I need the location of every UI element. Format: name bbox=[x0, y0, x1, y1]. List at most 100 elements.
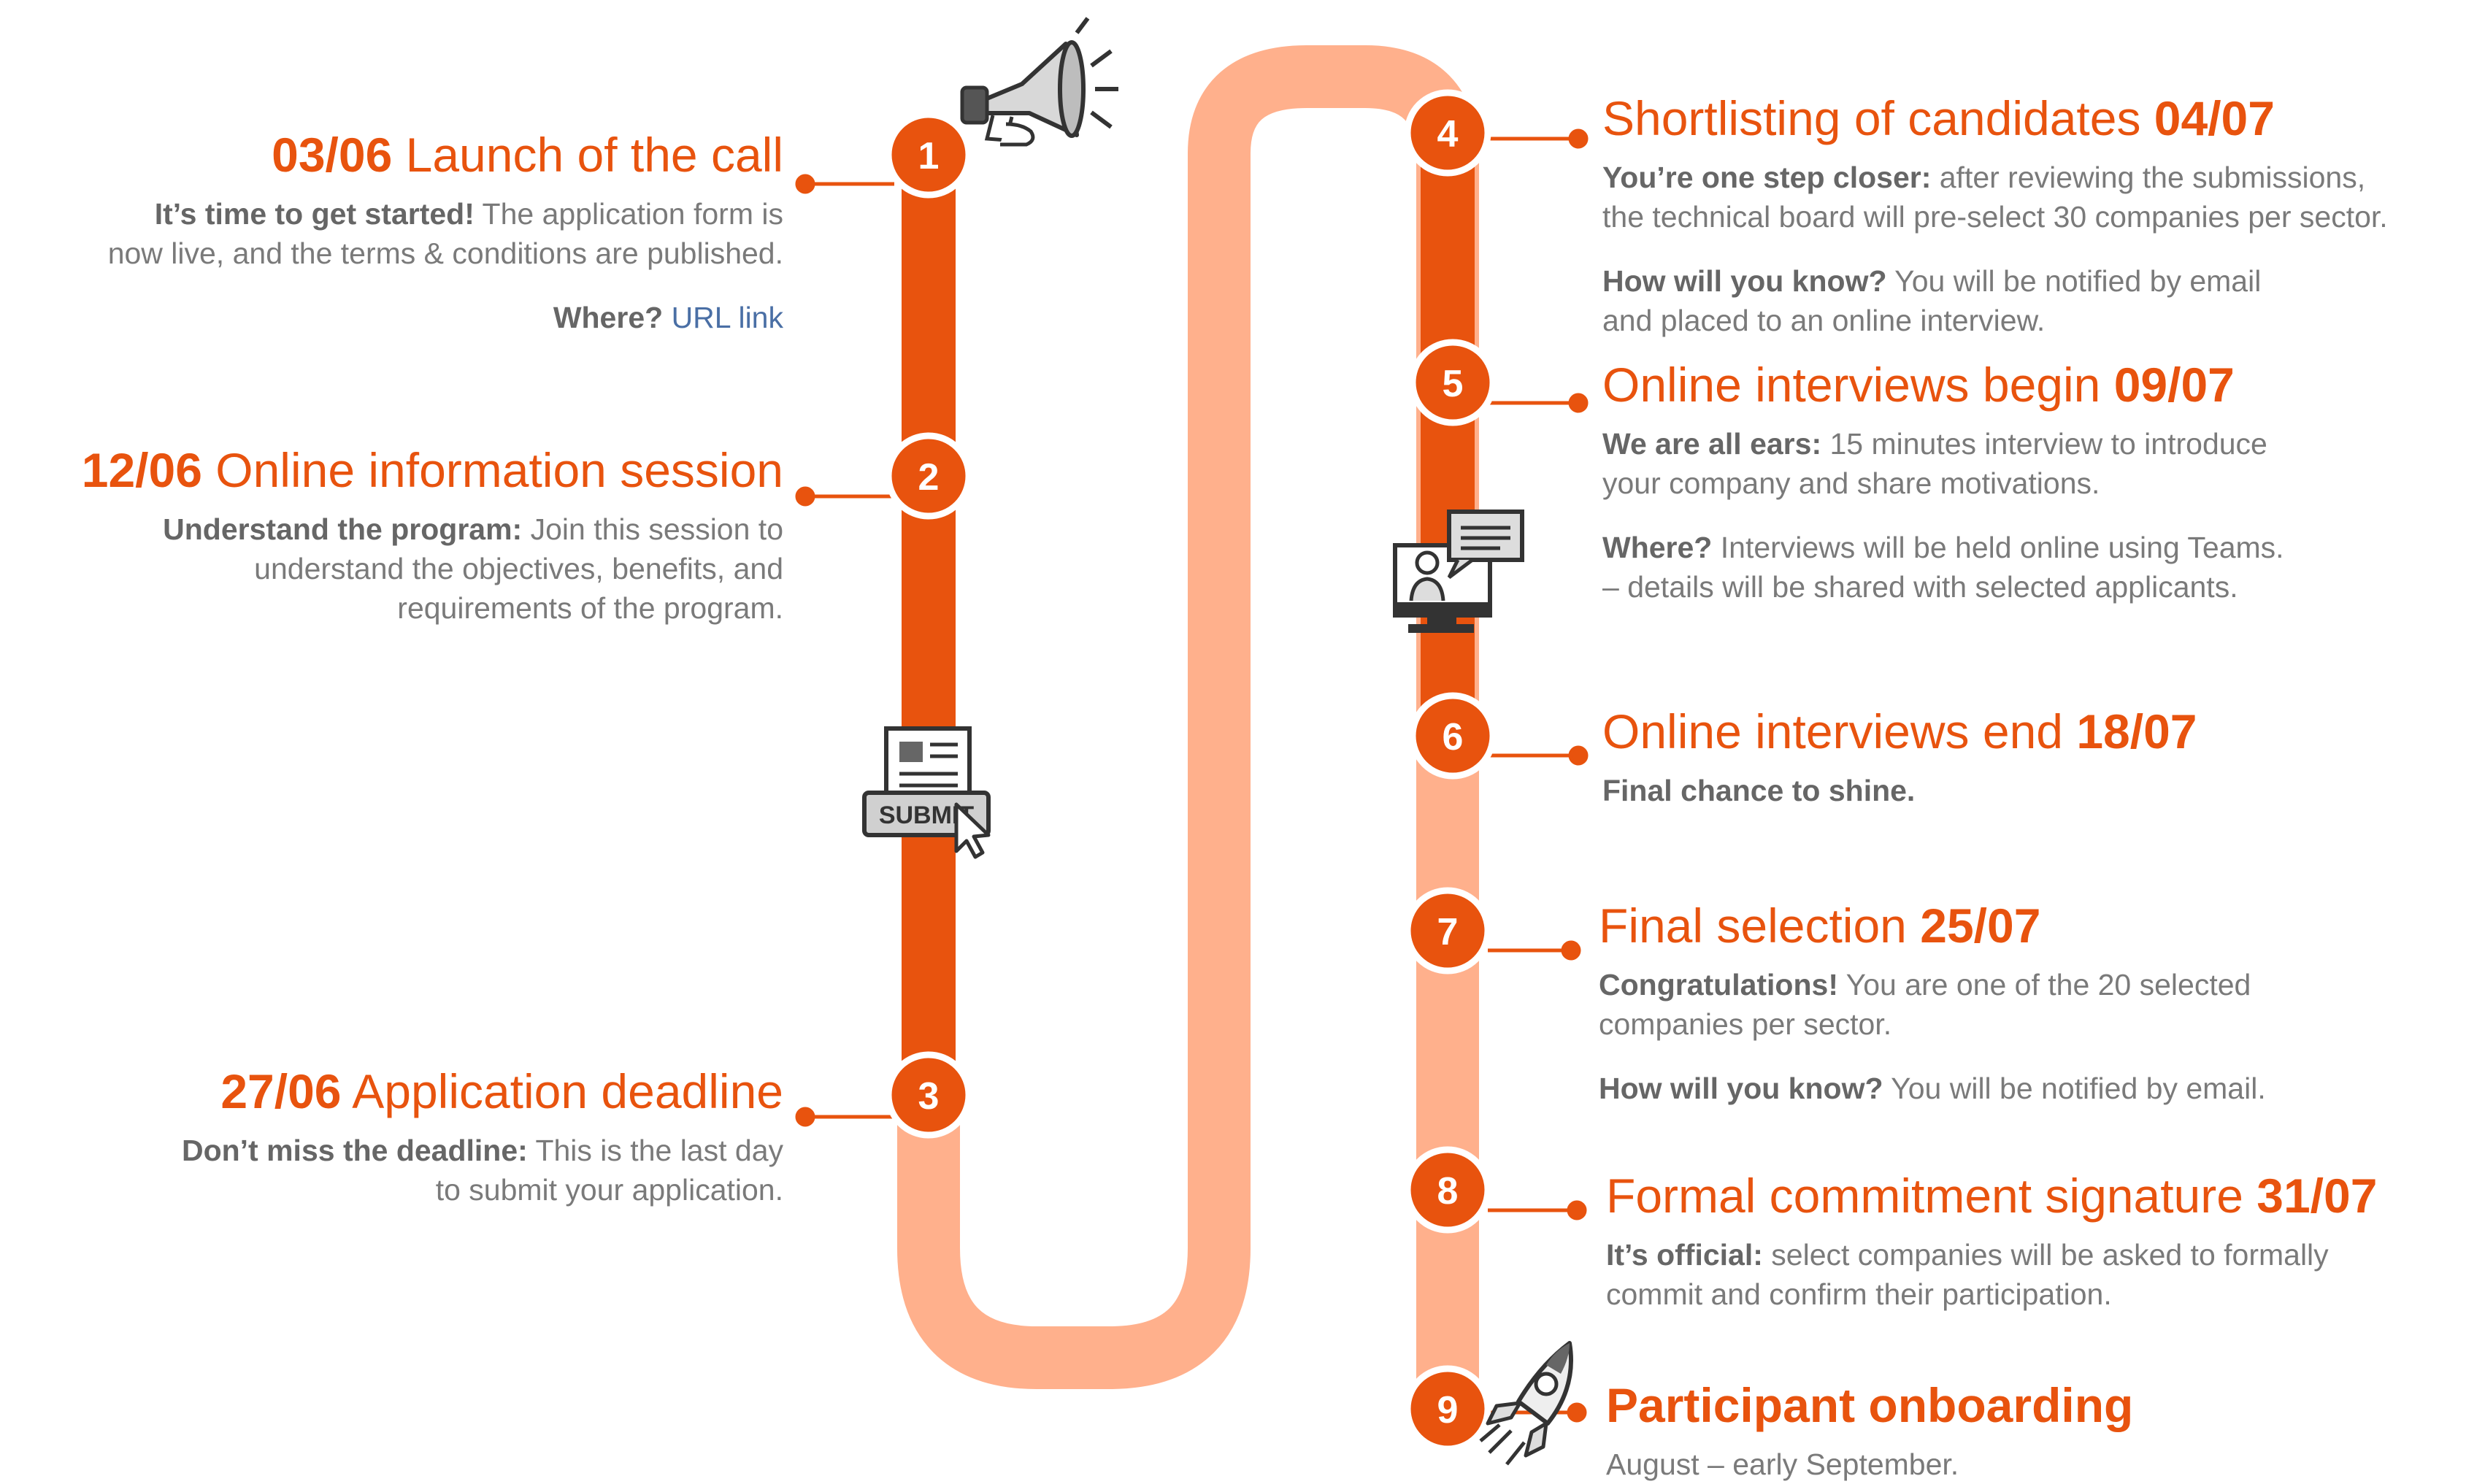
step-marker-3 bbox=[885, 1051, 972, 1139]
description-text: your company and share motivations. bbox=[1602, 466, 2100, 500]
description-line: How will you know? You will be notified … bbox=[1599, 1069, 2266, 1108]
step-marker-6 bbox=[1409, 692, 1497, 780]
step-description: It’s official: select companies will be … bbox=[1606, 1235, 2377, 1314]
description-text: understand the objectives, benefits, and bbox=[254, 552, 783, 585]
step-date: 18/07 bbox=[2076, 704, 2197, 758]
step-date: 03/06 bbox=[272, 128, 393, 182]
step-description: It’s time to get started! The applicatio… bbox=[108, 194, 783, 273]
step-name: Launch of the call bbox=[405, 128, 783, 182]
step-description: We are all ears: 15 minutes interview to… bbox=[1602, 424, 2284, 503]
description-lead: Understand the program: bbox=[163, 512, 523, 546]
description-text: after reviewing the submissions, bbox=[1931, 161, 2366, 194]
description-text bbox=[663, 301, 671, 334]
step-date: 31/07 bbox=[2257, 1169, 2378, 1223]
step-number: 4 bbox=[1437, 113, 1459, 155]
description-line: your company and share motivations. bbox=[1602, 464, 2284, 503]
description-text: You will be notified by email. bbox=[1883, 1072, 2266, 1105]
description-line: requirements of the program. bbox=[82, 588, 783, 628]
description-text: and placed to an online interview. bbox=[1602, 304, 2046, 337]
description-text: This is the last day bbox=[527, 1134, 783, 1167]
step-number: 5 bbox=[1443, 363, 1464, 405]
step-date: 27/06 bbox=[220, 1064, 342, 1118]
submit-form-icon: SUBMIT bbox=[862, 726, 991, 859]
step-description: You’re one step closer: after reviewing … bbox=[1602, 158, 2388, 237]
step-description: Understand the program: Join this sessio… bbox=[82, 510, 783, 628]
description-text: Interviews will be held online using Tea… bbox=[1712, 531, 2284, 564]
step-marker-1 bbox=[885, 111, 972, 199]
step-title: Participant onboarding bbox=[1606, 1376, 2133, 1434]
description-lead: It’s official: bbox=[1606, 1238, 1763, 1272]
url-link[interactable]: URL link bbox=[671, 301, 783, 334]
description-lead: Congratulations! bbox=[1599, 968, 1838, 1001]
description-lead: Where? bbox=[1602, 531, 1713, 564]
step-number: 1 bbox=[918, 135, 940, 177]
step-marker-7 bbox=[1404, 887, 1491, 974]
step-description: Final chance to shine. bbox=[1602, 771, 2197, 810]
description-lead: Final chance to shine. bbox=[1602, 774, 1916, 807]
step-description: Where? URL link bbox=[108, 298, 783, 337]
step-name: Participant onboarding bbox=[1606, 1378, 2134, 1432]
description-line: Where? Interviews will be held online us… bbox=[1602, 528, 2284, 567]
step-number: 9 bbox=[1437, 1389, 1459, 1431]
description-lead: How will you know? bbox=[1599, 1072, 1883, 1105]
step-number: 7 bbox=[1437, 911, 1459, 953]
description-lead: Don’t miss the deadline: bbox=[181, 1134, 528, 1167]
description-line: to submit your application. bbox=[182, 1170, 783, 1210]
step-description: Congratulations! You are one of the 20 s… bbox=[1599, 965, 2266, 1044]
description-lead: You’re one step closer: bbox=[1602, 161, 1932, 194]
description-text: the technical board will pre-select 30 c… bbox=[1602, 200, 2388, 234]
step-description: How will you know? You will be notified … bbox=[1599, 1069, 2266, 1108]
step-title: 12/06 Online information session bbox=[82, 441, 783, 499]
description-line: the technical board will pre-select 30 c… bbox=[1602, 197, 2388, 237]
description-text: You will be notified by email bbox=[1886, 264, 2262, 298]
description-text: You are one of the 20 selected bbox=[1837, 968, 2251, 1001]
step-title: Formal commitment signature 31/07 bbox=[1606, 1166, 2377, 1225]
description-line: and placed to an online interview. bbox=[1602, 301, 2388, 340]
step-date: 12/06 bbox=[81, 443, 202, 497]
description-line: Don’t miss the deadline: This is the las… bbox=[182, 1131, 783, 1170]
description-text: 15 minutes interview to introduce bbox=[1821, 427, 2267, 461]
description-line: now live, and the terms & conditions are… bbox=[108, 234, 783, 273]
description-text: The application form is bbox=[474, 197, 783, 231]
description-lead: Where? bbox=[553, 301, 664, 334]
description-text: August – early September. bbox=[1606, 1448, 1959, 1481]
step-title: Online interviews end 18/07 bbox=[1602, 702, 2197, 761]
step-marker-5 bbox=[1409, 339, 1497, 426]
step-marker-9 bbox=[1404, 1365, 1491, 1453]
step-date: 09/07 bbox=[2113, 358, 2235, 412]
description-text: companies per sector. bbox=[1599, 1007, 1892, 1041]
description-text: requirements of the program. bbox=[397, 591, 783, 625]
step-description: Where? Interviews will be held online us… bbox=[1602, 528, 2284, 607]
description-line: August – early September. bbox=[1606, 1445, 2133, 1484]
timeline-track-active-right bbox=[1421, 131, 1475, 737]
description-text: select companies will be asked to formal… bbox=[1762, 1238, 2329, 1272]
video-chat-monitor-icon bbox=[1393, 510, 1524, 633]
step-title: Final selection 25/07 bbox=[1599, 896, 2266, 955]
description-text: commit and confirm their participation. bbox=[1606, 1277, 2112, 1311]
description-line: Where? URL link bbox=[108, 298, 783, 337]
step-title: 27/06 Application deadline bbox=[182, 1062, 783, 1120]
step-date: 04/07 bbox=[2154, 91, 2275, 145]
rocket-icon bbox=[1479, 1341, 1573, 1466]
step-title: Shortlisting of candidates 04/07 bbox=[1602, 89, 2388, 147]
step-title: 03/06 Launch of the call bbox=[108, 126, 783, 184]
step-title: Online interviews begin 09/07 bbox=[1602, 355, 2284, 414]
step-name: Online information session bbox=[215, 443, 783, 497]
step-name: Shortlisting of candidates bbox=[1602, 91, 2141, 145]
timeline-track-active-left bbox=[902, 153, 956, 1095]
step-name: Online interviews begin bbox=[1602, 358, 2101, 412]
step-description: How will you know? You will be notified … bbox=[1602, 261, 2388, 340]
description-line: companies per sector. bbox=[1599, 1004, 2266, 1044]
description-line: It’s official: select companies will be … bbox=[1606, 1235, 2377, 1275]
description-line: Understand the program: Join this sessio… bbox=[82, 510, 783, 549]
description-lead: It’s time to get started! bbox=[154, 197, 475, 231]
description-text: – details will be shared with selected a… bbox=[1602, 570, 2238, 604]
